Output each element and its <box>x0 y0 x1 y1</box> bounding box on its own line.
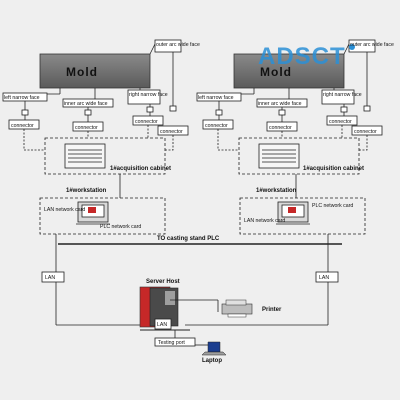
inner-face-label: inner arc wide face <box>64 101 108 107</box>
workstation-frame <box>39 197 166 235</box>
server-lan-label: LAN <box>157 322 167 328</box>
left-face-label: left narrow face <box>198 95 234 101</box>
connector-label: connector <box>135 119 158 125</box>
lan-card-label: LAN network card <box>44 207 85 213</box>
workstation-label: 1#workstation <box>256 188 297 194</box>
right-face-label: right narrow face <box>323 92 362 98</box>
lan-label-left: LAN <box>45 275 55 281</box>
connector-label: connector <box>160 129 183 135</box>
outer-face-label: outer arc wide face <box>350 42 394 48</box>
workstation-label: 1#workstation <box>66 188 107 194</box>
watermark-logo: ADSCT <box>258 43 355 70</box>
casting-plc-label: TO casting stand PLC <box>157 236 220 242</box>
laptop-icon <box>201 341 227 356</box>
test-port-label: Testing port <box>158 340 185 346</box>
server-host-label: Server Host <box>146 279 180 285</box>
mold-label: Mold <box>66 65 98 79</box>
acquisition-cabinet-frame <box>44 137 166 175</box>
printer-label: Printer <box>262 307 282 313</box>
workstation-frame <box>239 197 366 235</box>
server-host <box>139 286 219 328</box>
connector-label: connector <box>11 123 34 129</box>
acquisition-cabinet-frame <box>238 137 360 175</box>
plc-card-label: PLC network card <box>100 224 141 230</box>
printer-icon <box>221 299 253 318</box>
cabinet-label: 1#acquisition cabinet <box>110 166 171 172</box>
mold-block <box>39 53 151 89</box>
connector-label: connector <box>269 125 292 131</box>
lan-card-label: LAN network card <box>244 218 285 224</box>
lan-label-right: LAN <box>319 275 329 281</box>
outer-face-label: outer arc wide face <box>156 42 200 48</box>
connector-label: connector <box>329 119 352 125</box>
plc-card-label: PLC network card <box>312 203 353 209</box>
cabinet-label: 1#acquisition cabinet <box>303 166 364 172</box>
laptop-label: Laptop <box>202 358 222 364</box>
left-face-label: left narrow face <box>4 95 40 101</box>
unit-2 <box>185 39 383 326</box>
watermark-text: ADSCT <box>258 43 346 70</box>
connector-label: connector <box>75 125 98 131</box>
right-face-label: right narrow face <box>129 92 168 98</box>
connector-label: connector <box>354 129 377 135</box>
mold-label: Mold <box>260 65 292 79</box>
connector-label: connector <box>205 123 228 129</box>
unit-1 <box>2 39 189 326</box>
inner-face-label: inner arc wide face <box>258 101 302 107</box>
mold-block <box>233 53 345 89</box>
